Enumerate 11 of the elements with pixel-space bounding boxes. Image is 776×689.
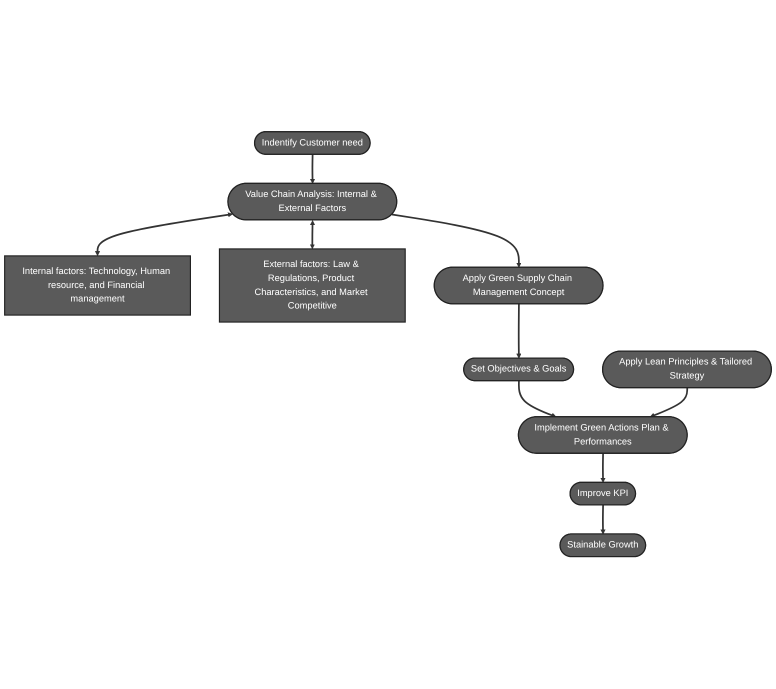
arrow bbox=[310, 220, 316, 250]
arrow bbox=[310, 154, 316, 184]
arrow bbox=[600, 454, 606, 484]
arrow bbox=[518, 381, 556, 418]
arrow bbox=[650, 388, 688, 418]
arrow bbox=[516, 304, 522, 359]
arrow bbox=[94, 212, 233, 256]
arrow bbox=[392, 214, 522, 268]
node-box: External factors: Law & Regulations, Product Characteristics, and Market Competitive bbox=[218, 248, 406, 323]
node-box: Internal factors: Technology, Human resource, and Financial management bbox=[4, 256, 191, 316]
arrow bbox=[600, 506, 606, 535]
